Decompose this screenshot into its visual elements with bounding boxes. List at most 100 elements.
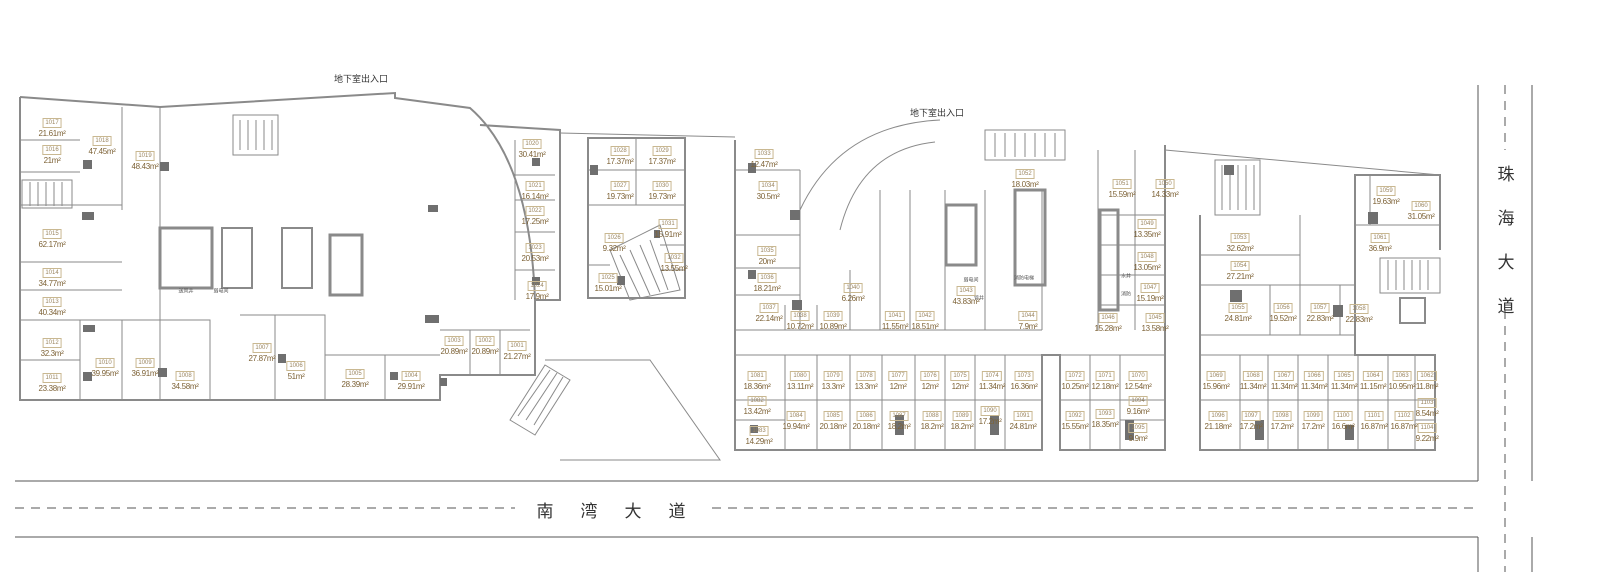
room-1093[interactable]: 109318.35m² <box>1092 403 1119 429</box>
room-1042[interactable]: 104218.51m² <box>912 305 939 331</box>
room-1091[interactable]: 109124.81m² <box>1010 405 1037 431</box>
room-1074[interactable]: 107411.34m² <box>979 365 1006 391</box>
room-1025[interactable]: 102515.01m² <box>595 267 622 293</box>
room-1094[interactable]: 10949.16m² <box>1127 390 1150 416</box>
room-1066[interactable]: 106611.34m² <box>1301 365 1328 391</box>
room-1063[interactable]: 106310.95m² <box>1389 365 1416 391</box>
room-1041[interactable]: 104111.55m² <box>882 305 909 331</box>
room-1083[interactable]: 108314.29m² <box>746 420 773 446</box>
room-1038[interactable]: 103810.72m² <box>787 305 814 331</box>
room-1049[interactable]: 104913.35m² <box>1134 213 1161 239</box>
room-1056[interactable]: 105619.52m² <box>1270 297 1297 323</box>
room-1102[interactable]: 110216.87m² <box>1391 405 1418 431</box>
room-1097[interactable]: 109717.2m² <box>1240 405 1263 431</box>
room-1011[interactable]: 101123.38m² <box>39 367 66 393</box>
room-1104[interactable]: 11049.22m² <box>1416 417 1439 443</box>
room-1068[interactable]: 106811.34m² <box>1240 365 1267 391</box>
room-1047[interactable]: 104715.19m² <box>1137 277 1164 303</box>
room-1081[interactable]: 108118.36m² <box>744 365 771 391</box>
room-1076[interactable]: 107612m² <box>920 365 940 391</box>
room-1009[interactable]: 100936.91m² <box>132 352 159 378</box>
room-1037[interactable]: 103722.14m² <box>756 297 783 323</box>
room-1085[interactable]: 108520.18m² <box>820 405 847 431</box>
room-1016[interactable]: 101621m² <box>42 139 62 165</box>
room-1030[interactable]: 103019.73m² <box>649 175 676 201</box>
room-1088[interactable]: 108818.2m² <box>921 405 944 431</box>
room-1075[interactable]: 107512m² <box>950 365 970 391</box>
room-1060[interactable]: 106031.05m² <box>1408 195 1435 221</box>
room-1092[interactable]: 109215.55m² <box>1062 405 1089 431</box>
room-1048[interactable]: 104813.05m² <box>1134 246 1161 272</box>
room-1034[interactable]: 103430.5m² <box>757 175 780 201</box>
room-1031[interactable]: 103115.91m² <box>655 213 682 239</box>
room-1043[interactable]: 104343.83m² <box>953 280 980 306</box>
room-1023[interactable]: 102320.53m² <box>522 237 549 263</box>
room-1067[interactable]: 106711.34m² <box>1271 365 1298 391</box>
room-1080[interactable]: 108013.11m² <box>787 365 814 391</box>
room-1084[interactable]: 108419.94m² <box>783 405 810 431</box>
room-1096[interactable]: 109621.18m² <box>1205 405 1232 431</box>
room-1061[interactable]: 106136.9m² <box>1369 227 1392 253</box>
room-1062[interactable]: 106211.8m² <box>1416 365 1438 391</box>
room-1012[interactable]: 101232.3m² <box>41 332 64 358</box>
room-1033[interactable]: 103312.47m² <box>751 143 778 169</box>
room-1070[interactable]: 107012.54m² <box>1125 365 1152 391</box>
room-1095[interactable]: 10959.9m² <box>1128 417 1148 443</box>
room-1100[interactable]: 110016.6m² <box>1332 405 1355 431</box>
room-1001[interactable]: 100121.27m² <box>504 335 531 361</box>
room-1006[interactable]: 100651m² <box>286 355 306 381</box>
room-1072[interactable]: 107210.25m² <box>1062 365 1089 391</box>
room-1087[interactable]: 108718.2m² <box>888 405 911 431</box>
room-1046[interactable]: 104615.28m² <box>1095 307 1122 333</box>
room-1004[interactable]: 100429.91m² <box>398 365 425 391</box>
room-1079[interactable]: 107913.3m² <box>822 365 845 391</box>
room-1052[interactable]: 105218.03m² <box>1012 163 1039 189</box>
room-1089[interactable]: 108918.2m² <box>951 405 974 431</box>
room-1098[interactable]: 109817.2m² <box>1271 405 1294 431</box>
room-1054[interactable]: 105427.21m² <box>1227 255 1254 281</box>
room-1003[interactable]: 100320.89m² <box>441 330 468 356</box>
room-1002[interactable]: 100220.89m² <box>472 330 499 356</box>
room-1018[interactable]: 101847.45m² <box>89 130 116 156</box>
room-1021[interactable]: 102116.14m² <box>522 175 549 201</box>
room-1029[interactable]: 102917.37m² <box>649 140 676 166</box>
room-1008[interactable]: 100834.58m² <box>172 365 199 391</box>
room-1035[interactable]: 103520m² <box>757 240 777 266</box>
room-1015[interactable]: 101562.17m² <box>39 223 66 249</box>
room-1027[interactable]: 102719.73m² <box>607 175 634 201</box>
room-1064[interactable]: 106411.15m² <box>1360 365 1387 391</box>
room-1059[interactable]: 105919.63m² <box>1373 180 1400 206</box>
room-1090[interactable]: 109017.2m² <box>979 400 1002 426</box>
room-1057[interactable]: 105722.83m² <box>1307 297 1334 323</box>
room-1082[interactable]: 108213.42m² <box>744 390 771 416</box>
room-1069[interactable]: 106915.96m² <box>1203 365 1230 391</box>
room-1024[interactable]: 102417.9m² <box>526 275 549 301</box>
room-1058[interactable]: 105822.83m² <box>1346 298 1373 324</box>
room-1073[interactable]: 107316.36m² <box>1011 365 1038 391</box>
room-1019[interactable]: 101948.43m² <box>132 145 159 171</box>
room-1044[interactable]: 10447.9m² <box>1018 305 1038 331</box>
room-1051[interactable]: 105115.59m² <box>1109 173 1136 199</box>
room-1055[interactable]: 105524.81m² <box>1225 297 1252 323</box>
room-1014[interactable]: 101434.77m² <box>39 262 66 288</box>
room-1078[interactable]: 107813.3m² <box>855 365 878 391</box>
room-1071[interactable]: 107112.18m² <box>1092 365 1119 391</box>
room-1005[interactable]: 100528.39m² <box>342 363 369 389</box>
room-1022[interactable]: 102217.25m² <box>522 200 549 226</box>
room-1026[interactable]: 10269.32m² <box>603 227 626 253</box>
room-1101[interactable]: 110116.87m² <box>1361 405 1388 431</box>
room-1077[interactable]: 107712m² <box>888 365 908 391</box>
room-1007[interactable]: 100727.87m² <box>249 337 276 363</box>
room-1017[interactable]: 101721.61m² <box>39 112 66 138</box>
room-1032[interactable]: 103213.55m² <box>661 247 688 273</box>
room-1065[interactable]: 106511.34m² <box>1331 365 1358 391</box>
room-1040[interactable]: 10406.26m² <box>842 277 865 303</box>
room-1045[interactable]: 104513.58m² <box>1142 307 1169 333</box>
room-1028[interactable]: 102817.37m² <box>607 140 634 166</box>
room-1013[interactable]: 101340.34m² <box>39 291 66 317</box>
room-1039[interactable]: 103910.89m² <box>820 305 847 331</box>
room-1086[interactable]: 108620.18m² <box>853 405 880 431</box>
room-1103[interactable]: 11038.54m² <box>1416 392 1439 418</box>
room-1050[interactable]: 105014.33m² <box>1152 173 1179 199</box>
room-1010[interactable]: 101039.95m² <box>92 352 119 378</box>
